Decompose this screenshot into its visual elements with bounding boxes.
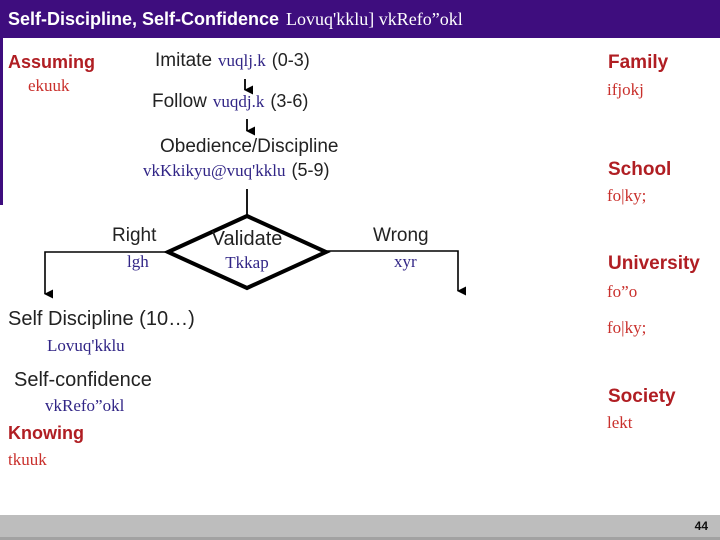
follow-label: Follow (152, 91, 207, 112)
imitate-hindi: vuqlj.k (218, 51, 266, 70)
arrow-wrong-branch (326, 250, 466, 296)
follow-hindi: vuqdj.k (212, 92, 265, 111)
wrong-outcome-hindi: xyr (394, 252, 417, 271)
slide-title-bar: Self-Discipline, Self-Confidence Lovuq'k… (0, 0, 720, 38)
assuming-label: Assuming (8, 52, 96, 72)
assuming-hindi: ekuuk (28, 76, 70, 95)
university-hindi-2: fo|ky; (607, 318, 647, 337)
knowing-hindi: tkuuk (8, 450, 47, 469)
right-outcome-label: Right (112, 225, 157, 246)
validate-hindi: Tkkap (225, 253, 269, 272)
knowing-label: Knowing (8, 423, 84, 443)
footer-bar (0, 515, 720, 540)
university-hindi: fo”o (607, 282, 638, 301)
page-number: 44 (694, 519, 708, 533)
imitate-label: Imitate (155, 50, 213, 71)
wrong-outcome-label: Wrong (373, 225, 429, 246)
school-hindi: fo|ky; (607, 186, 647, 205)
follow-age-range: (3-6) (270, 91, 309, 111)
self-confidence-hindi: vkRefo”okl (45, 396, 125, 415)
obedience-label: Obedience/Discipline (160, 136, 339, 157)
arrow-right-branch (44, 251, 168, 299)
university-label: University (608, 253, 700, 274)
right-outcome-hindi: lgh (127, 252, 149, 271)
left-accent-strip (0, 38, 3, 205)
obedience-hindi: vkKkikyu@vuq'kklu (143, 161, 286, 180)
school-label: School (608, 159, 672, 180)
obedience-age-range: (5-9) (291, 160, 330, 180)
imitate-age-range: (0-3) (271, 50, 310, 70)
family-hindi: ifjokj (607, 80, 644, 99)
obedience-hindi-row: vkKkikyu@vuq'kklu (5-9) (143, 160, 329, 181)
imitate-step: Imitate vuqlj.k (0-3) (155, 50, 310, 72)
family-label: Family (608, 52, 669, 73)
validate-label: Validate (211, 228, 283, 250)
self-discipline-label: Self Discipline (10…) (8, 308, 195, 330)
self-confidence-label: Self-confidence (14, 369, 152, 391)
slide-title-english: Self-Discipline, Self-Confidence (8, 8, 280, 29)
self-discipline-hindi: Lovuq'kklu (47, 336, 125, 355)
validate-diamond (163, 213, 331, 291)
follow-step: Follow vuqdj.k (3-6) (152, 91, 308, 113)
society-hindi: lekt (607, 413, 633, 432)
society-label: Society (608, 386, 676, 407)
slide-title-hindi: Lovuq'kklu] vkRefo”okl (286, 8, 463, 29)
